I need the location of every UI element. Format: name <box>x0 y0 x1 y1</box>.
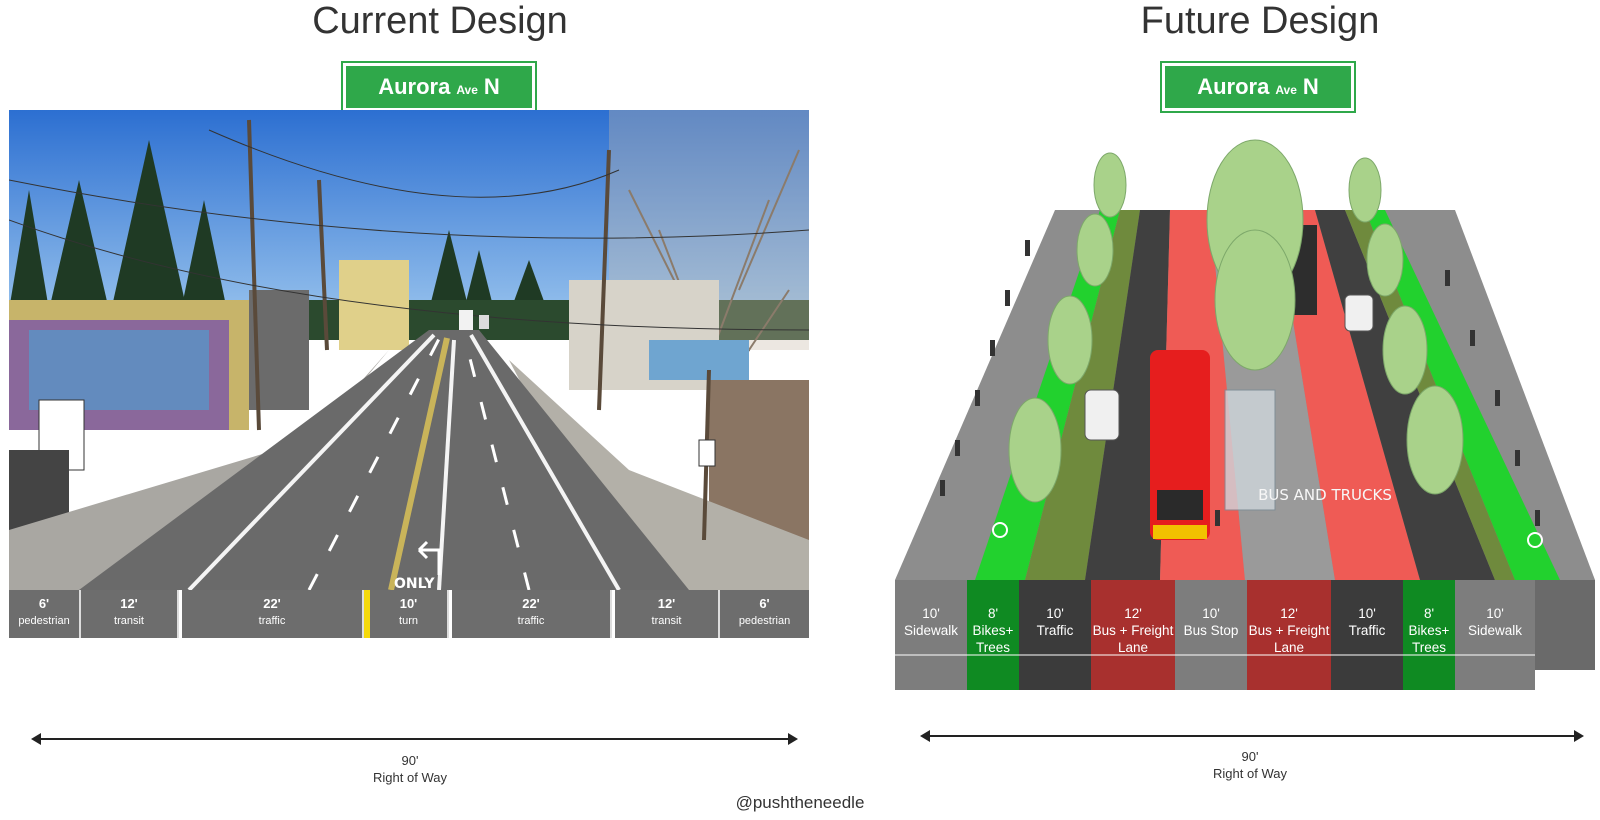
street-trees <box>1008 139 1464 503</box>
future-lane-traffic-left: 10'Traffic <box>1036 606 1074 638</box>
lane-transit-right: 12'transit <box>612 590 720 638</box>
lane-pedestrian-left: 6'pedestrian <box>9 590 81 638</box>
white-car-right <box>1344 294 1374 332</box>
sign-ave: Ave <box>456 83 478 97</box>
bus-shelter <box>1224 389 1276 511</box>
future-street-render: BUS AND TRUCKS <box>895 139 1595 690</box>
future-lane-bus-stop: 10'Bus Stop <box>1183 606 1239 638</box>
future-front-face <box>895 580 1535 690</box>
lane-turn: 10'turn <box>364 590 449 638</box>
future-lane-sidewalk-left: 10'Sidewalk <box>903 606 959 638</box>
future-row-dimension-line <box>920 730 1584 742</box>
sign-ave: Ave <box>1275 83 1297 97</box>
left-sidewalk <box>9 350 389 590</box>
road-marking-only: ONLY <box>394 576 435 590</box>
right-sidewalk <box>509 360 809 590</box>
future-lane-bus-freight-left: 12'Bus + Freight Lane <box>1092 606 1174 655</box>
left-bike-lane-top <box>975 210 1120 580</box>
current-row-dimension-line <box>31 733 798 745</box>
turn-arrow <box>417 540 441 575</box>
future-lane-bikes-trees-left: 8'Bikes+ Trees <box>972 606 1014 655</box>
current-design-title: Current Design <box>312 0 568 42</box>
street-photo: ONLY <box>9 110 809 590</box>
future-lane-traffic-right: 10'Traffic <box>1348 606 1386 638</box>
left-traffic-top <box>1085 210 1170 580</box>
sign-direction: N <box>483 74 500 99</box>
lane-traffic-right: 22'traffic <box>449 590 612 638</box>
pedestrians <box>940 240 1540 526</box>
sign-name: Aurora <box>1197 74 1270 99</box>
future-lane-bikes-trees-right: 8'Bikes+ Trees <box>1408 606 1450 655</box>
future-design-title: Future Design <box>1140 0 1380 42</box>
credit-handle: @pushtheneedle <box>735 793 865 812</box>
bike-symbol-right <box>1527 532 1543 548</box>
white-car-left <box>1084 389 1120 441</box>
right-bike-lane-top <box>1365 210 1560 580</box>
current-row-label: 90' Right of Way <box>373 753 447 785</box>
future-lane-bus-freight-right: 12'Bus + Freight Lane <box>1248 606 1330 655</box>
bus-and-trucks-text: BUS AND TRUCKS <box>1258 486 1392 504</box>
lane-transit-left: 12'transit <box>81 590 179 638</box>
lane-traffic-left: 22'traffic <box>179 590 364 638</box>
lane-pedestrian-right: 6'pedestrian <box>738 596 791 627</box>
future-lane-sidewalk-right: 10'Sidewalk <box>1467 606 1523 638</box>
roadway <box>79 330 689 590</box>
sign-name: Aurora <box>378 74 451 99</box>
red-bus <box>1150 350 1210 540</box>
bike-symbol-left <box>992 522 1008 538</box>
current-lane-widths: 6'pedestrian 12'transit 22'traffic 10'tu… <box>9 590 809 638</box>
road-sign <box>698 439 716 467</box>
street-sign-future: Aurora Ave N <box>1160 61 1356 113</box>
sign-direction: N <box>1302 74 1319 99</box>
future-row-label: 90' Right of Way <box>1213 749 1287 781</box>
street-sign-current: Aurora Ave N <box>341 61 537 113</box>
